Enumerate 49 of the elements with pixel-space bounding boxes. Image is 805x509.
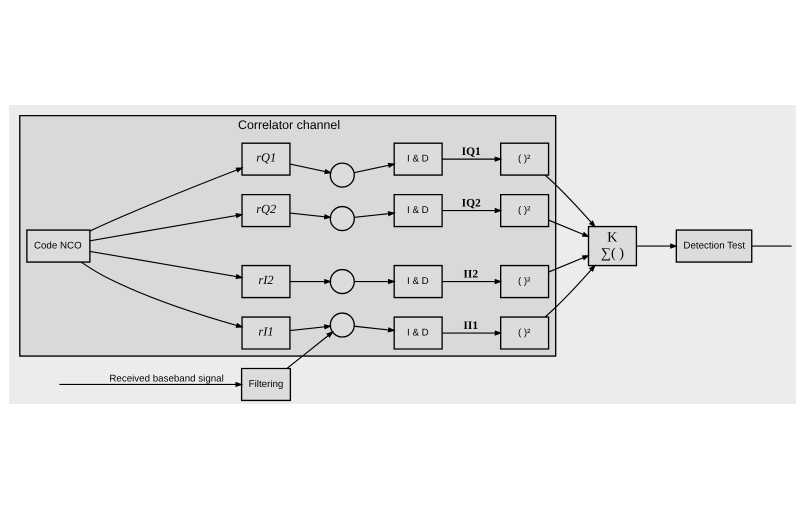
node-circle [330,162,355,188]
arrow [290,278,332,284]
arrow [442,278,502,284]
arrow [90,212,244,242]
node-box: ( )² [500,142,550,176]
node-box: rI2 [241,264,291,298]
arrow [286,331,334,369]
edge-label: Received baseband signal [109,374,224,385]
arrow [354,326,396,333]
node-box: rQ1 [241,142,291,176]
node-box: I & D [394,142,443,176]
node-box: Filtering [240,368,292,402]
edge-label: IQ1 [462,146,481,158]
node-box: Detection Test [676,229,752,263]
arrow [636,243,678,249]
node-circle [330,312,355,338]
connector [752,246,792,247]
node-box: K ∑( ) [588,226,638,266]
node-box: I & D [394,264,443,298]
arrow [290,324,332,332]
arrow [290,212,332,220]
node-box: ( )² [500,264,550,298]
node-box: ( )² [500,316,550,350]
edge-label: II1 [463,320,478,332]
node-box: I & D [394,194,443,228]
node-box: rI1 [241,316,291,350]
arrow [90,250,244,280]
node-box: I & D [394,316,443,350]
arrow [59,382,244,388]
arrow [442,330,502,336]
node-circle [330,268,355,294]
node-circle [330,206,355,232]
node-box: Code NCO [26,229,91,263]
node-box: rQ2 [241,194,291,228]
arrow [290,164,332,174]
arrow [80,262,244,328]
arrow [548,255,590,272]
edge-label: IQ2 [462,198,481,210]
arrow [544,264,596,318]
arrow [354,211,396,218]
arrow [354,162,396,174]
arrow [442,208,502,214]
arrow [544,174,596,228]
edge-label: II2 [463,268,478,280]
arrow [442,156,502,162]
arrow [90,167,244,232]
arrow [354,278,396,284]
arrow [548,220,590,238]
node-box: ( )² [500,194,550,228]
